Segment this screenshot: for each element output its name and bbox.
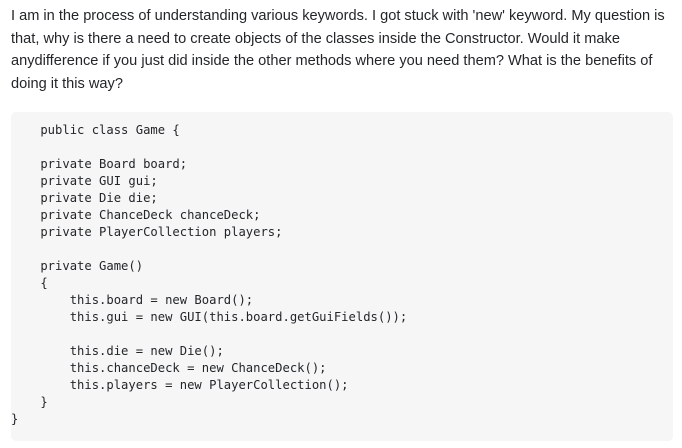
code-line: private Die die; [11, 191, 158, 205]
code-line: private PlayerCollection players; [11, 225, 283, 239]
code-line: this.chanceDeck = new ChanceDeck(); [11, 361, 327, 375]
code-line [11, 139, 407, 156]
code-line: public class Game { [11, 123, 180, 137]
code-line: private Game() [11, 259, 144, 273]
code-line: } [11, 412, 19, 426]
code-line: this.gui = new GUI(this.board.getGuiFiel… [11, 310, 408, 324]
code-line: this.die = new Die(); [11, 344, 224, 358]
code-line: private GUI gui; [11, 174, 158, 188]
question-body: I am in the process of understanding var… [11, 8, 665, 92]
code-line: this.players = new PlayerCollection(); [11, 378, 349, 392]
code-line: { [11, 276, 48, 290]
code-line: private ChanceDeck chanceDeck; [11, 208, 261, 222]
code-snippet: public class Game { private Board board;… [11, 122, 407, 428]
code-line [11, 326, 407, 343]
code-line: this.board = new Board(); [11, 293, 254, 307]
code-line: private Board board; [11, 157, 188, 171]
code-block [11, 112, 673, 441]
code-line [11, 241, 407, 258]
code-line: } [11, 395, 48, 409]
